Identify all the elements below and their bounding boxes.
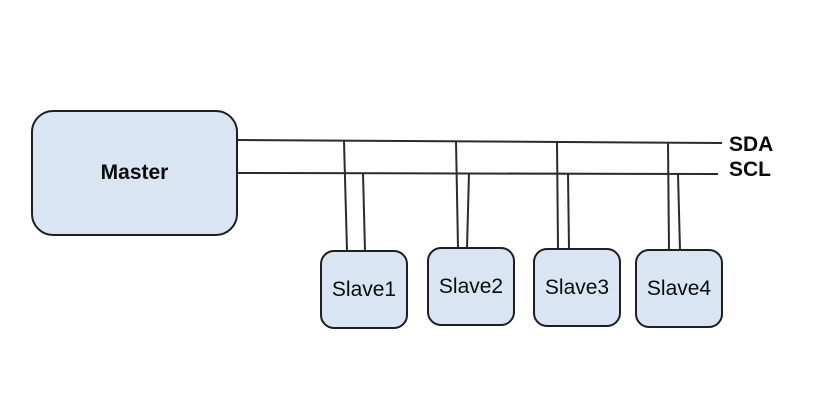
slave4-node: Slave4	[635, 249, 723, 328]
slave4-sda-tap-line	[667, 141, 670, 251]
slave3-node: Slave3	[533, 248, 621, 327]
slave2-node-label: Slave2	[438, 274, 504, 298]
slave4-node-label: Slave4	[646, 276, 712, 300]
slave1-sda-tap-line	[343, 140, 348, 252]
scl-bus-label: SCL	[729, 158, 771, 181]
slave1-scl-tap-line	[362, 172, 366, 252]
slave2-node: Slave2	[427, 247, 515, 326]
sda-bus-line	[237, 139, 723, 144]
master-node: Master	[31, 110, 238, 236]
scl-bus-line	[237, 172, 719, 175]
slave1-node-label: Slave1	[331, 277, 397, 301]
slave1-node: Slave1	[320, 250, 408, 329]
slave3-scl-tap-line	[567, 172, 570, 250]
slave3-node-label: Slave3	[544, 275, 610, 299]
sda-bus-label: SDA	[729, 133, 774, 156]
master-node-label: Master	[100, 161, 169, 184]
slave2-sda-tap-line	[455, 140, 459, 249]
slave4-scl-tap-line	[677, 173, 681, 251]
slave2-scl-tap-line	[466, 172, 470, 249]
slave3-sda-tap-line	[556, 141, 559, 250]
